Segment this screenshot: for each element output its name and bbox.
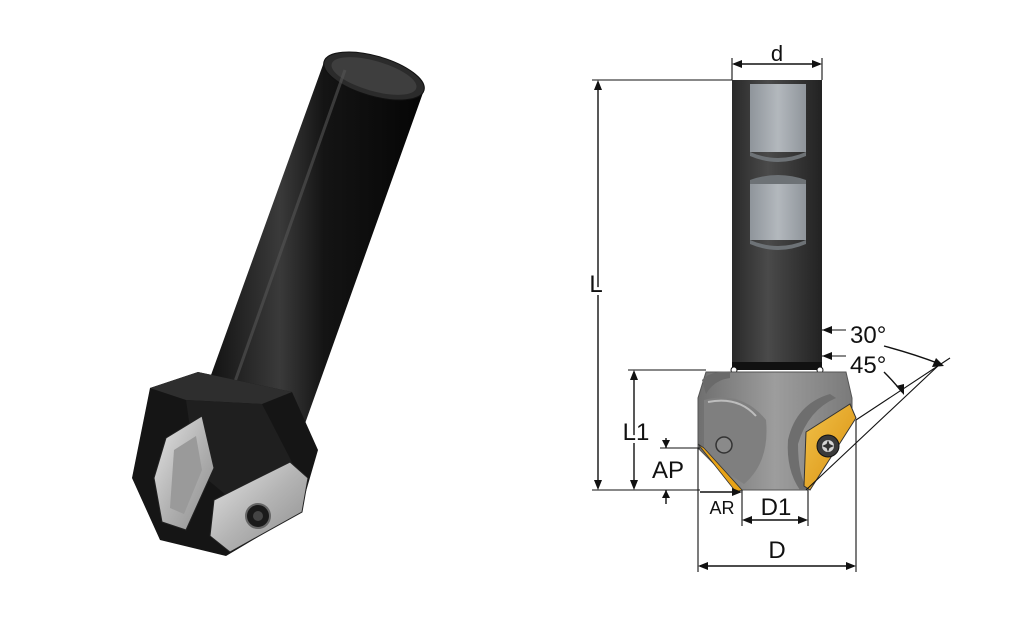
dim-AP	[660, 438, 700, 504]
label-d: d	[771, 41, 783, 66]
label-D: D	[768, 537, 785, 564]
label-L1: L1	[623, 419, 650, 446]
tool-head	[132, 372, 318, 556]
dim-L	[592, 79, 732, 491]
label-angle-30: 30°	[850, 322, 886, 349]
dim-L1	[628, 369, 706, 490]
dim-d	[731, 58, 823, 80]
drawing-head	[697, 371, 857, 493]
tool-shank	[202, 51, 425, 432]
dim-D1	[742, 490, 809, 526]
tool-photo	[132, 51, 425, 556]
label-AP: AP	[652, 457, 684, 484]
torx-screw-icon	[816, 434, 840, 458]
label-AR: AR	[709, 498, 734, 518]
dim-angles	[805, 326, 951, 491]
shank-flat-top	[750, 84, 806, 152]
tool-drawing: d L L1 AP	[586, 41, 951, 572]
screw-hole-icon	[715, 436, 733, 454]
label-angle-45: 45°	[850, 352, 886, 379]
shank-flat-bottom	[750, 184, 806, 240]
dim-D	[698, 420, 857, 572]
label-D1: D1	[761, 494, 792, 521]
label-L: L	[589, 271, 602, 298]
drawing-shank	[730, 80, 824, 374]
